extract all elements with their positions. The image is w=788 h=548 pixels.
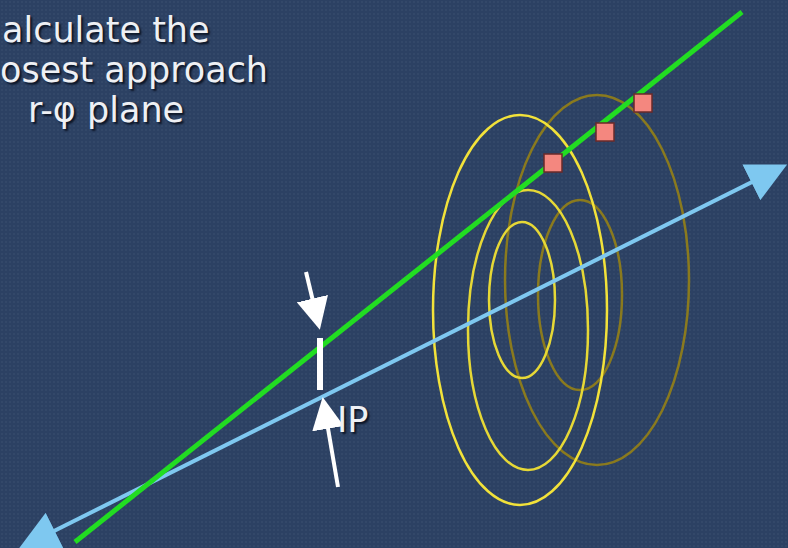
hit-markers [544, 94, 652, 172]
ip-bar [317, 338, 323, 390]
slide-text: osest approach [0, 50, 268, 90]
ip-arrow [324, 405, 338, 487]
ip-arrow [306, 272, 318, 322]
slide-text: alculate the [2, 10, 210, 50]
detector-layers [433, 95, 689, 505]
slide-text: r-φ plane [28, 90, 184, 130]
ip-label: IP [337, 400, 368, 440]
